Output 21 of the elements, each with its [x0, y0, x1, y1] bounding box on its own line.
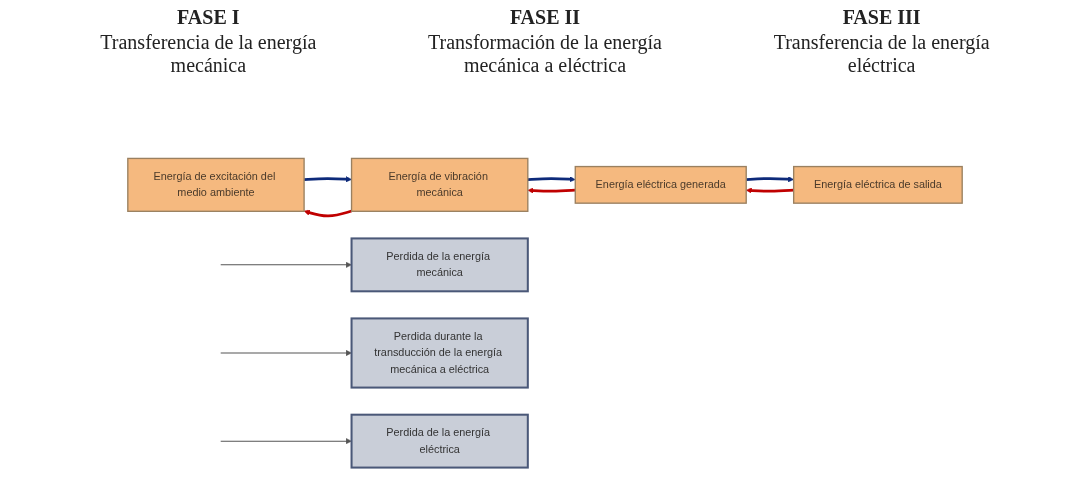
node-box: Energía de vibración mecánica	[350, 157, 529, 212]
arrow	[220, 261, 352, 268]
arrow	[304, 175, 352, 182]
phase-description: Transferencia de la energía mecánica	[99, 31, 318, 77]
phase-description: Transformación de la energía mecánica a eléctrica	[427, 31, 663, 77]
arrow	[527, 175, 576, 182]
arrow	[303, 209, 352, 217]
phase-title: FASE II	[508, 6, 582, 29]
node-box: Perdida durante la transducción de la energía mecánica a eléctrica	[350, 316, 529, 389]
arrow	[220, 349, 352, 356]
phase-description: Transferencia de la energía eléctrica	[772, 31, 991, 77]
arrow	[220, 437, 352, 444]
arrow	[527, 187, 576, 193]
node-box: Energía eléctrica generada	[574, 165, 747, 204]
node-box: Energía eléctrica de salida	[793, 165, 963, 204]
node-box: Perdida de la energía eléctrica	[350, 413, 529, 469]
arrow	[746, 175, 794, 182]
phase-title: FASE III	[841, 6, 922, 29]
node-box: Energía de excitación del medio ambiente	[127, 157, 305, 212]
phase-title: FASE I	[176, 6, 241, 29]
node-box: Perdida de la energía mecánica	[350, 236, 529, 292]
